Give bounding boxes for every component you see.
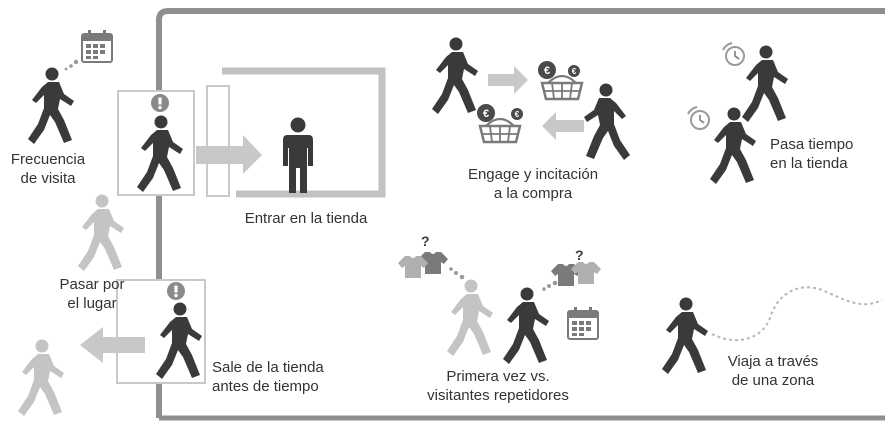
leaving-person-icon	[18, 339, 64, 416]
alert-icon	[167, 282, 185, 300]
standing-person-icon	[283, 117, 313, 193]
euro-coin-icon	[477, 104, 495, 122]
early-exit-group	[18, 279, 206, 416]
svg-text:€: €	[483, 108, 489, 120]
svg-text:€: €	[572, 67, 577, 76]
store-boundary	[156, 8, 885, 418]
walking-person-icon	[28, 67, 74, 144]
clock-icon	[687, 106, 710, 130]
svg-text:€: €	[544, 65, 550, 77]
exit-arrow-icon	[80, 327, 145, 363]
first-vs-repeat-group: ? ?	[398, 233, 601, 364]
question-mark-icon: ?	[575, 247, 584, 263]
enter-store-label: Entrar en la tienda	[244, 210, 368, 227]
alert-icon	[151, 94, 169, 112]
travel-zone-label: Viaja a través de una zona	[727, 353, 819, 389]
travel-zone-group	[662, 286, 883, 374]
store-entrance-group	[117, 67, 386, 198]
tshirt-icon	[571, 262, 601, 284]
travel-path-line	[711, 286, 883, 342]
question-mark-icon: ?	[421, 233, 430, 249]
shopping-basket-icon	[540, 74, 584, 101]
enter-arrow-icon	[196, 135, 262, 174]
walking-person-icon	[742, 45, 788, 122]
first-time-visitor-icon	[447, 279, 493, 356]
first-vs-repeat-label: Primera vez vs. visitantes repetidores	[427, 368, 569, 404]
walking-person-icon	[584, 83, 630, 160]
tshirt-icon	[398, 256, 428, 278]
visit-frequency-label: Frecuencia de visita	[10, 151, 86, 187]
visit-frequency-group	[28, 29, 113, 144]
walking-person-icon	[432, 37, 478, 114]
calendar-icon	[567, 306, 599, 340]
pass-by-label: Pasar por el lugar	[59, 276, 125, 312]
passing-person-icon	[78, 194, 124, 271]
shopping-basket-icon	[478, 117, 522, 144]
dwell-time-label: Pasa tiempo en la tienda	[770, 136, 854, 172]
engage-group: € € € €	[432, 37, 630, 160]
left-arrow-icon	[542, 112, 584, 140]
engage-label: Engage y incitación a la compra	[467, 166, 599, 202]
repeat-visitor-icon	[503, 287, 549, 364]
walking-person-icon	[662, 297, 708, 374]
clock-icon	[722, 42, 745, 66]
svg-text:€: €	[515, 110, 520, 119]
calendar-icon	[81, 29, 113, 63]
euro-coin-icon	[538, 61, 556, 79]
right-arrow-icon	[488, 66, 528, 94]
leave-early-label: Sale de la tienda antes de tiempo	[212, 359, 324, 395]
